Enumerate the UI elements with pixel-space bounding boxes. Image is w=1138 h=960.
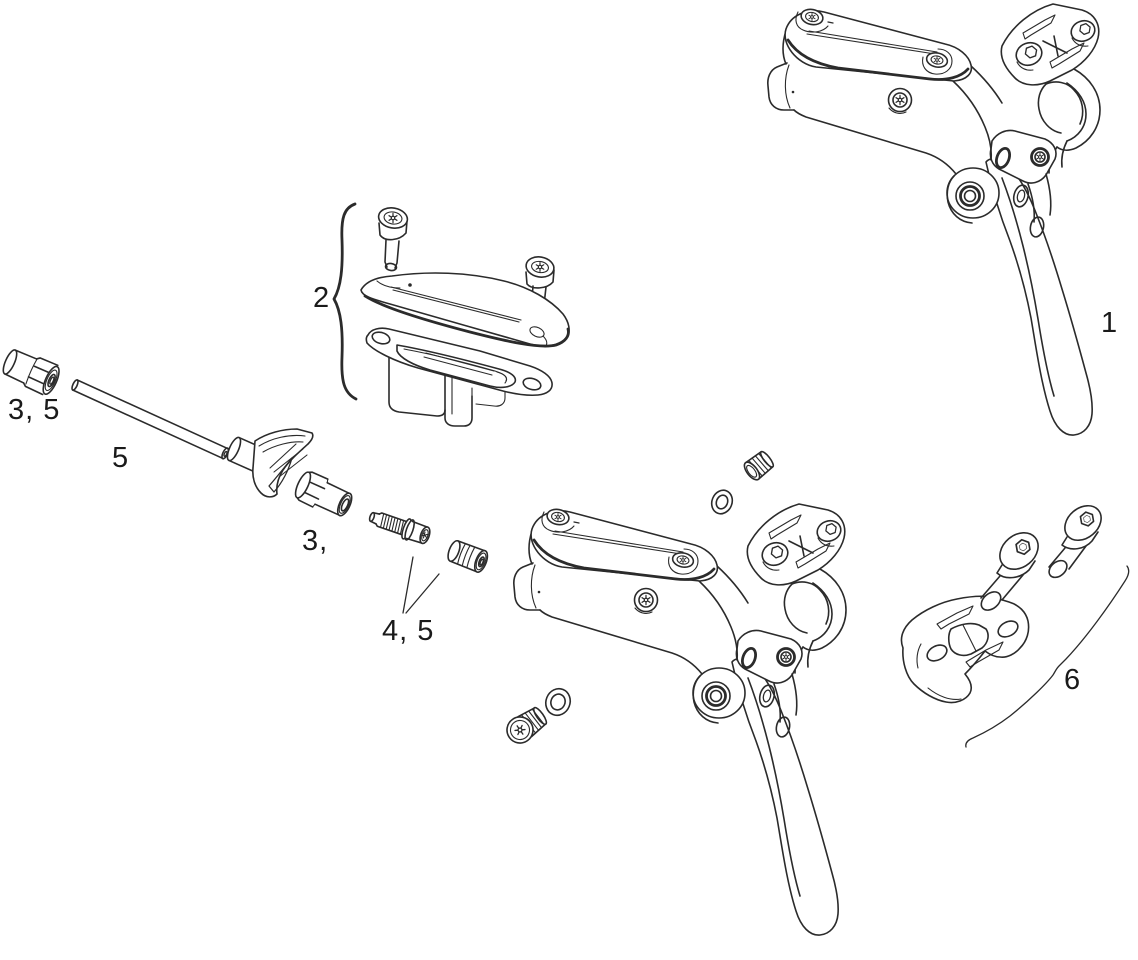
callout-4-5: 4, 5 xyxy=(382,615,435,647)
callout-6: 6 xyxy=(1064,664,1082,696)
bracket-2 xyxy=(332,202,358,401)
clamp-bolt-right xyxy=(1048,504,1102,579)
brake-lever-assembly-2 xyxy=(514,504,846,935)
clamp-bolt-left xyxy=(980,531,1039,611)
brake-lever-assembly-1 xyxy=(768,4,1100,435)
hydraulic-hose xyxy=(71,379,230,460)
callout-1: 1 xyxy=(1101,307,1119,339)
cover-screw-left xyxy=(377,207,409,272)
o-ring-top xyxy=(710,489,734,515)
callout-3: 3, xyxy=(302,525,329,557)
bracket-6 xyxy=(965,565,1130,748)
bleed-screw xyxy=(368,511,431,545)
hose-fitting-parts xyxy=(2,349,489,614)
reservoir-cover-kit xyxy=(332,202,570,427)
callout-3-5: 3, 5 xyxy=(8,394,61,426)
o-ring-bottom xyxy=(544,687,572,717)
hose-stop xyxy=(226,428,314,498)
hose-barb-fitting xyxy=(447,539,489,573)
callout-5: 5 xyxy=(112,442,130,474)
compression-nut xyxy=(294,471,353,517)
reservoir-bladder xyxy=(388,355,506,427)
reservoir-gasket xyxy=(365,327,553,397)
leader-lines-4-5 xyxy=(402,556,440,614)
bleed-port-plug-top xyxy=(743,450,775,481)
handlebar-clamp-kit xyxy=(900,504,1130,748)
bleed-port-screw-bottom xyxy=(506,706,548,744)
reservoir-cover xyxy=(360,272,570,348)
compression-fitting xyxy=(2,349,60,396)
matchmaker-clamp xyxy=(900,595,1030,704)
callout-2: 2 xyxy=(313,282,331,314)
